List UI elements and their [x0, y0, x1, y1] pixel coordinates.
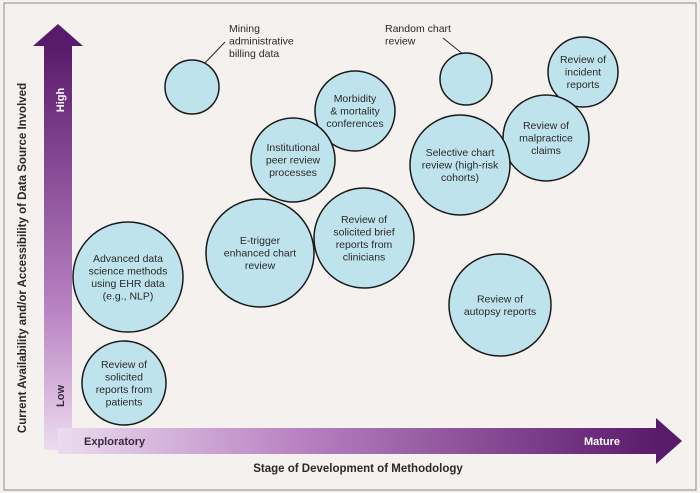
bubble-label-institutional-line-3: processes [269, 167, 317, 179]
bubble-label-advanced-line-3: using EHR data [91, 278, 165, 290]
bubble-label-advanced-line-2: science methods [89, 265, 168, 277]
x-axis-high-label: Mature [584, 436, 620, 448]
bubble-label-selective-line-2: review (high-risk [422, 160, 499, 172]
bubble-label-advanced-line-4: (e.g., NLP) [103, 290, 154, 302]
bubble-label-morbidity-line-2: & mortality [330, 106, 380, 118]
bubble-label-institutional-line-1: Institutional [266, 142, 319, 154]
bubble-label-advanced-line-1: Advanced data [93, 253, 163, 265]
callout-label-mining-line-2: administrative [229, 36, 294, 48]
callout-label-random-chart-line-2: review [385, 36, 416, 48]
bubble-circle-etrigger [205, 198, 315, 308]
x-axis-arrow [58, 418, 682, 464]
bubble-label-morbidity-line-3: conferences [326, 118, 383, 130]
bubble-label-solicited-patients-line-3: reports from [96, 384, 153, 396]
x-axis-title: Stage of Development of Methodology [253, 463, 463, 475]
bubble-circle-institutional [250, 117, 336, 203]
bubble-circle-morbidity [314, 70, 396, 152]
bubble-label-incident-line-1: Review of [560, 54, 606, 66]
bubble-circle-advanced [72, 221, 184, 333]
bubble-circle-mining [164, 59, 220, 115]
bubble-label-solicited-clinicians-line-4: clinicians [343, 251, 386, 263]
bubble-label-solicited-clinicians-line-3: reports from [336, 239, 393, 251]
bubble-label-malpractice-line-3: claims [531, 145, 561, 157]
bubble-label-solicited-clinicians-line-2: solicited brief [333, 226, 394, 238]
bubble-label-autopsy-line-2: autopsy reports [464, 306, 536, 318]
bubble-label-selective-line-3: cohorts) [441, 172, 479, 184]
bubble-circle-malpractice [502, 94, 590, 182]
callout-line-mining [203, 41, 226, 65]
bubble-circle-random-chart [439, 52, 493, 106]
bubble-label-malpractice-line-2: malpractice [519, 133, 573, 145]
x-axis-low-label: Exploratory [84, 436, 146, 448]
bubble-label-solicited-clinicians-line-1: Review of [341, 214, 387, 226]
figure-border [3, 2, 697, 491]
bubble-label-solicited-patients-line-1: Review of [101, 359, 147, 371]
y-axis-arrow [33, 24, 83, 450]
callout-label-mining-line-1: Mining [229, 23, 260, 35]
bubble-label-malpractice-line-1: Review of [523, 120, 569, 132]
bubble-label-solicited-patients-line-4: patients [106, 396, 143, 408]
bubble-circle-solicited-clinicians [313, 187, 415, 289]
bubble-label-etrigger-line-1: E-trigger [240, 235, 281, 247]
y-axis-high-label: High [55, 88, 67, 113]
y-axis-low-label: Low [55, 385, 67, 407]
bubble-circle-incident [547, 36, 619, 108]
y-axis-title: Current Availability and/or Accessibilit… [17, 83, 29, 433]
bubble-circle-solicited-patients [81, 340, 167, 426]
bubble-label-institutional-line-2: peer review [266, 155, 321, 167]
callout-label-mining-line-3: billing data [229, 48, 279, 60]
bubble-label-morbidity-line-1: Morbidity [334, 93, 377, 105]
callout-label-random-chart-line-1: Random chart [385, 23, 451, 35]
bubble-label-incident-line-2: incident [565, 67, 601, 79]
bubble-label-etrigger-line-2: enhanced chart [224, 248, 296, 260]
bubble-label-incident-line-3: reports [567, 79, 600, 91]
bubble-label-selective-line-1: Selective chart [426, 147, 495, 159]
bubble-label-solicited-patients-line-2: solicited [105, 371, 143, 383]
bubble-circle-selective [409, 114, 511, 216]
bubble-label-autopsy-line-1: Review of [477, 293, 523, 305]
callout-line-random-chart [442, 37, 465, 56]
bubble-label-etrigger-line-3: review [245, 260, 276, 272]
bubble-circle-autopsy [448, 253, 552, 357]
